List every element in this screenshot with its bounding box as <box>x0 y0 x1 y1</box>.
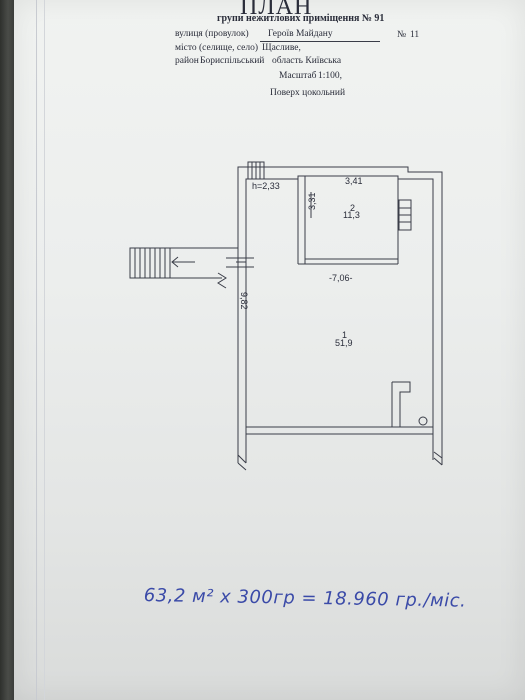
room2-number: 2 <box>350 203 356 213</box>
room1-length-label: 9,82 <box>239 292 249 310</box>
house-label: № <box>397 30 407 40</box>
street-label: вулиця (провулок) <box>175 29 249 39</box>
city-value: Щасливе, <box>262 43 301 53</box>
binding-line <box>36 0 37 700</box>
scale-label: Масштаб <box>279 71 317 81</box>
room2-area: 11,3 <box>343 210 360 220</box>
room1-number: 1 <box>342 330 348 340</box>
stair-arrow <box>171 256 195 268</box>
floor-label: Поверх цокольний <box>270 88 346 98</box>
street-value: Героїв Майдану <box>268 29 333 39</box>
outer-wall <box>237 166 443 465</box>
room1-width-label: -7,06- <box>329 273 353 283</box>
region-value: область Київська <box>272 56 342 66</box>
room2-wall-left <box>297 176 306 264</box>
wall-break-right <box>433 451 443 466</box>
document-subtitle: групи нежитлових приміщення № 91 <box>217 13 385 24</box>
stair-landing <box>170 247 238 279</box>
room2-wall-bottom <box>298 258 398 265</box>
inner-wall <box>245 175 434 463</box>
ceiling-height-label: h=2,33 <box>252 181 280 191</box>
scale-value: 1:100, <box>318 71 343 81</box>
city-label: місто (селище, село) <box>175 43 259 53</box>
drain-symbol <box>418 416 428 426</box>
district-value: Бориспільський <box>200 56 265 66</box>
niche <box>391 381 411 427</box>
entrance-door <box>226 257 254 268</box>
stair-break <box>217 272 227 289</box>
house-value: 11 <box>410 30 420 40</box>
district-label: район <box>175 56 199 66</box>
room2-height-label: 3,31 <box>307 192 317 210</box>
street-underline <box>260 41 380 42</box>
room2-width-label: 3,41 <box>345 176 363 186</box>
document-title: ПЛАН <box>240 0 313 20</box>
room1-area: 51,9 <box>335 338 353 348</box>
wall-break-left <box>237 454 247 471</box>
paper-sheet <box>14 0 525 700</box>
binding-line-inner <box>44 0 45 700</box>
